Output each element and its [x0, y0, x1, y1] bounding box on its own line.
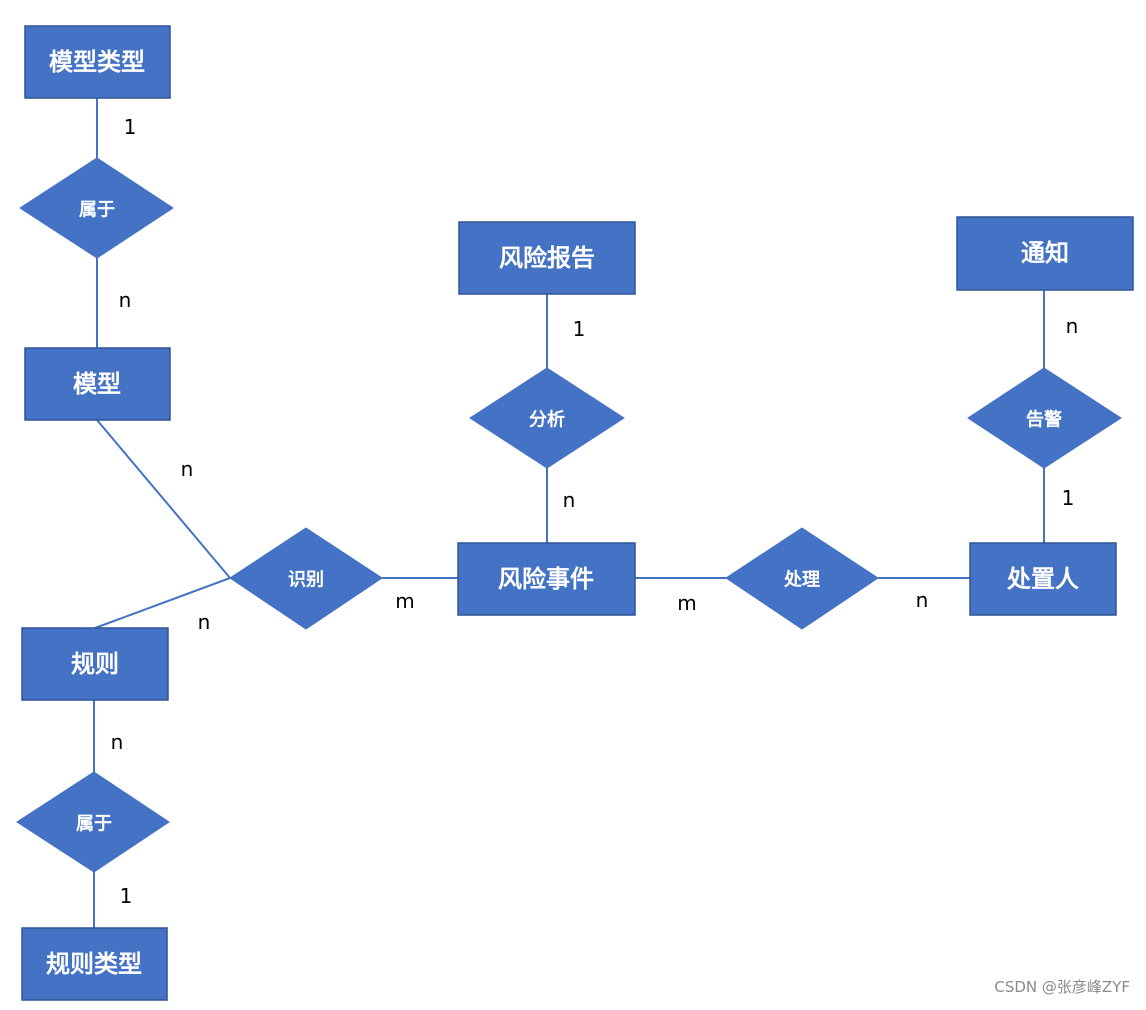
cardinality-labels: 1 n n n n 1 m 1 n m n n 1 [111, 115, 1079, 908]
entity-notice[interactable]: 通知 [956, 216, 1134, 291]
entity-rule-type-box [21, 927, 168, 1001]
cardinality-event-analyze: n [563, 488, 576, 512]
relation-handle[interactable]: 处理 [725, 527, 879, 630]
cardinality-rule-type: 1 [120, 884, 133, 908]
entity-handler-label: 处置人 [1006, 565, 1079, 593]
relation-handle-shape [725, 527, 879, 630]
cardinality-handler-handle: n [916, 588, 929, 612]
cardinality-model-identify: n [181, 457, 194, 481]
relation-handle-label: 处理 [783, 569, 820, 591]
entity-model-type-label: 模型类型 [49, 48, 145, 76]
relation-analyze-shape [469, 367, 625, 469]
cardinality-event-handle: m [677, 591, 696, 615]
entity-model-label: 模型 [73, 370, 121, 398]
entity-handler-box [969, 542, 1117, 616]
cardinality-handler-alert: 1 [1062, 486, 1075, 510]
relation-identify-label: 识别 [288, 570, 324, 591]
entity-risk-event[interactable]: 风险事件 [457, 542, 636, 616]
entity-model-type-box [24, 25, 171, 99]
entity-handler[interactable]: 处置人 [969, 542, 1117, 616]
entity-risk-report[interactable]: 风险报告 [458, 221, 636, 295]
relation-belongs-to-top-shape [19, 157, 174, 259]
relation-alert-label: 告警 [1026, 409, 1062, 431]
entity-notice-box [956, 216, 1134, 291]
cardinality-notice: n [1066, 314, 1079, 338]
relation-alert[interactable]: 告警 [967, 367, 1122, 469]
relation-belongs-to-bottom[interactable]: 属于 [16, 771, 170, 873]
line-model-identify [96, 419, 231, 579]
entity-risk-event-label: 风险事件 [498, 565, 594, 593]
entity-notice-label: 通知 [1021, 239, 1069, 267]
relation-identify-shape [229, 527, 383, 630]
relation-analyze-label: 分析 [529, 409, 565, 431]
entity-rule[interactable]: 规则 [21, 627, 169, 701]
cardinality-report: 1 [573, 317, 586, 341]
relation-alert-shape [967, 367, 1122, 469]
relation-belongs-to-top[interactable]: 属于 [19, 157, 174, 259]
cardinality-model-belongs: n [119, 288, 132, 312]
relation-belongs-to-bottom-label: 属于 [76, 814, 112, 835]
entity-risk-report-label: 风险报告 [499, 244, 595, 272]
line-rule-identify [94, 577, 231, 629]
entity-risk-event-box [457, 542, 636, 616]
cardinality-model-type: 1 [124, 115, 137, 139]
entity-rule-type-label: 规则类型 [46, 950, 142, 978]
entity-rule-label: 规则 [71, 650, 119, 678]
entity-model-type[interactable]: 模型类型 [24, 25, 171, 99]
relation-belongs-to-bottom-shape [16, 771, 170, 873]
relation-identify[interactable]: 识别 [229, 527, 383, 630]
csdn-watermark: CSDN @张彦峰ZYF [994, 978, 1130, 996]
entity-model-box [24, 347, 171, 421]
cardinality-rule-identify: n [198, 610, 211, 634]
entity-risk-report-box [458, 221, 636, 295]
relation-analyze[interactable]: 分析 [469, 367, 625, 469]
connector-lines [93, 98, 1045, 928]
cardinality-event-identify: m [395, 589, 414, 613]
cardinality-rule-belongs: n [111, 730, 124, 754]
relation-belongs-to-top-label: 属于 [79, 200, 115, 221]
entity-rule-box [21, 627, 169, 701]
entity-rule-type[interactable]: 规则类型 [21, 927, 168, 1001]
entity-model[interactable]: 模型 [24, 347, 171, 421]
